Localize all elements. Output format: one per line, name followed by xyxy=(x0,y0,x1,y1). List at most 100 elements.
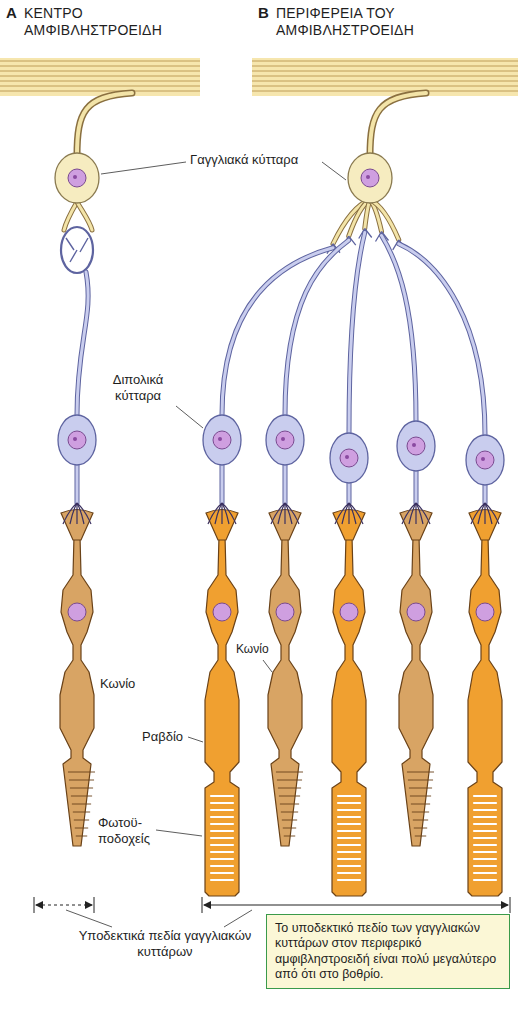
cone-disc xyxy=(409,788,432,789)
bipolar-dendrite xyxy=(283,464,288,503)
cell-nucleus xyxy=(68,431,86,449)
cone-disc xyxy=(410,796,431,797)
ganglion-dendrite xyxy=(77,202,92,230)
rod-disc xyxy=(474,865,496,867)
rod-disc xyxy=(474,858,496,860)
ganglion-axon xyxy=(77,93,132,156)
rod-disc xyxy=(338,795,360,797)
cone-cell xyxy=(399,536,433,846)
ganglion-dendrite xyxy=(77,202,92,230)
ganglion-axon xyxy=(370,93,426,156)
ganglion-cell xyxy=(55,153,99,203)
bipolar-dendrite-branch xyxy=(485,503,499,524)
rod-disc xyxy=(338,844,360,846)
panel-heading: ΚΕΝΤΡΟ ΑΜΦΙΒΛΗΣΤΡΟΕΙΔΗ xyxy=(24,5,184,39)
bipolar-dendrite-branch xyxy=(63,503,77,524)
cone-cell xyxy=(60,536,94,846)
cone-disc xyxy=(276,772,303,773)
nucleolus xyxy=(345,455,349,459)
nerve-fiber xyxy=(252,76,518,77)
bipolar-axon xyxy=(349,233,365,433)
bipolar-dendrite xyxy=(76,464,79,503)
rod-disc xyxy=(474,809,496,811)
bipolar-dendrite-branch xyxy=(284,503,285,524)
nerve-fiber xyxy=(252,61,518,62)
rod-disc xyxy=(211,837,233,839)
rod-disc xyxy=(211,823,233,825)
bipolar-axon xyxy=(285,240,349,415)
nucleolus xyxy=(281,437,285,441)
cone-disc xyxy=(70,788,93,789)
nerve-fiber xyxy=(0,66,200,67)
cone-disc xyxy=(280,804,299,805)
cell-nucleus xyxy=(476,451,494,469)
rod-disc xyxy=(338,830,360,832)
rod-disc xyxy=(474,823,496,825)
cone-disc xyxy=(411,804,430,805)
rod-disc xyxy=(474,802,496,804)
bipolar-cell xyxy=(58,415,96,465)
bipolar-terminal xyxy=(61,227,93,273)
leader-line xyxy=(322,162,346,180)
rod-disc xyxy=(338,858,360,860)
rod-disc xyxy=(474,837,496,839)
nucleolus xyxy=(218,437,222,441)
bipolar-cell xyxy=(397,421,435,471)
bipolar-dendrite-branch xyxy=(402,503,416,524)
nerve-fiber xyxy=(0,61,200,62)
receptive-field-tick xyxy=(202,897,510,913)
rod-cell xyxy=(468,536,502,896)
bipolar-dendrite-branch xyxy=(221,503,222,524)
ganglion-dendrite xyxy=(365,200,370,229)
cone-disc xyxy=(413,820,428,821)
cone-disc xyxy=(69,780,94,781)
ganglion-axon xyxy=(370,93,426,156)
nucleolus xyxy=(481,457,485,461)
bipolar-dendrite xyxy=(348,482,351,503)
nerve-fiber xyxy=(252,81,518,82)
ganglion-dendrite xyxy=(370,200,399,240)
receptive-field-bar xyxy=(204,904,508,905)
bipolar-dendrite-branch xyxy=(285,503,299,524)
nerve-fiber-band xyxy=(252,58,518,96)
rod-disc xyxy=(211,865,233,867)
rod-disc xyxy=(338,809,360,811)
note-text: Το υποδεκτικό πεδίο των γαγγλιακών κυττά… xyxy=(275,921,501,982)
cell-nucleus xyxy=(68,169,86,187)
rod-disc xyxy=(211,872,233,874)
cone-disc xyxy=(415,836,426,837)
leader-line xyxy=(263,660,272,672)
bipolar-dendrite-branch xyxy=(416,503,430,524)
bipolar-cell xyxy=(466,435,504,485)
bipolar-axon xyxy=(349,233,365,433)
bipolar-dendrite xyxy=(220,464,225,503)
cone-disc xyxy=(74,820,89,821)
note-box: Το υποδεκτικό πεδίο των γαγγλιακών κυττά… xyxy=(266,914,510,989)
bipolar-axon xyxy=(382,236,417,421)
bipolar-dendrite-branch xyxy=(415,503,416,524)
rod-disc xyxy=(211,879,233,881)
nerve-fiber xyxy=(252,91,518,92)
nerve-fiber xyxy=(252,66,518,67)
cone-disc xyxy=(412,812,429,813)
bipolar-dendrite-branch xyxy=(70,503,77,524)
rod-disc xyxy=(474,816,496,818)
bipolar-dendrite-branch xyxy=(342,503,349,524)
rod-disc xyxy=(211,809,233,811)
cone-disc xyxy=(278,788,301,789)
cone-disc xyxy=(407,772,434,773)
panel-heading: ΠΕΡΙΦΕΡΕΙΑ ΤΟΥ ΑΜΦΙΒΛΗΣΤΡΟΕΙΔΗ xyxy=(276,5,486,39)
bipolar-dendrite-branch xyxy=(471,503,485,524)
bipolar-dendrite-branch xyxy=(409,503,416,524)
cell-nucleus xyxy=(276,603,294,621)
leader-line xyxy=(66,910,112,927)
cone-disc xyxy=(73,812,90,813)
ganglion-cell xyxy=(348,153,392,203)
ganglion-dendrite xyxy=(370,200,399,240)
nucleolus xyxy=(73,175,77,179)
rod-cell xyxy=(205,536,239,896)
bipolar-dendrite xyxy=(414,470,419,503)
rod-disc xyxy=(211,795,233,797)
cone-disc xyxy=(408,780,433,781)
bipolar-cell xyxy=(266,415,304,465)
